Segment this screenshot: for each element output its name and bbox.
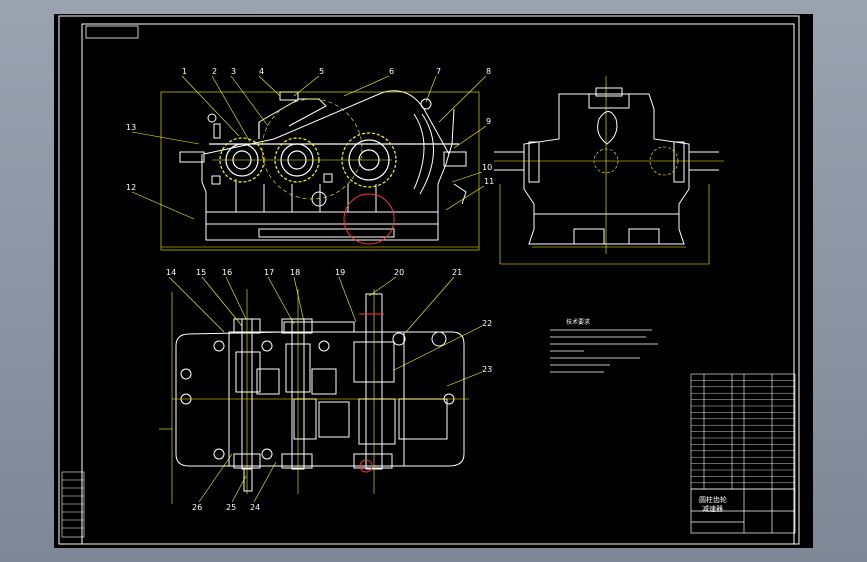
callout-7: 7 [436, 67, 441, 76]
technical-requirements: 技术要求 [550, 318, 658, 373]
plan-view-centerlines [159, 276, 483, 504]
title-block [690, 488, 796, 534]
callout-13: 13 [126, 123, 136, 132]
plan-red-markers [359, 313, 384, 473]
front-gear-circles [219, 98, 397, 245]
callout-24: 24 [250, 503, 260, 512]
callout-26: 26 [192, 503, 202, 512]
title-name-line2: 减速器 [702, 504, 723, 513]
callout-9: 9 [486, 117, 491, 126]
callout-6: 6 [389, 67, 394, 76]
callout-2: 2 [212, 67, 217, 76]
callout-16: 16 [222, 268, 232, 277]
side-view-centerlines [494, 76, 724, 265]
callout-11: 11 [484, 177, 494, 186]
callout-21: 21 [452, 268, 462, 277]
callout-23: 23 [482, 365, 492, 374]
callout-25: 25 [226, 503, 236, 512]
callout-5: 5 [319, 67, 324, 76]
callout-1: 1 [182, 67, 187, 76]
callout-19: 19 [335, 268, 345, 277]
plan-view [175, 293, 465, 492]
plan-callout-labels: 14 15 16 17 18 19 20 21 22 23 24 25 26 [166, 268, 492, 512]
front-leaders [131, 75, 487, 251]
parts-list-rows [691, 380, 795, 483]
callout-22: 22 [482, 319, 492, 328]
top-left-box [85, 25, 139, 39]
callout-8: 8 [486, 67, 491, 76]
callout-4: 4 [259, 67, 264, 76]
callout-15: 15 [196, 268, 206, 277]
tech-req-title: 技术要求 [566, 318, 590, 326]
callout-12: 12 [126, 183, 136, 192]
front-view [179, 90, 467, 241]
gearbox-assembly-drawing: 1 2 3 4 5 6 7 8 9 10 11 12 13 [58, 15, 800, 545]
callout-3: 3 [231, 67, 236, 76]
side-view [494, 87, 719, 245]
sheet-inner-border [81, 23, 795, 545]
revision-block [61, 471, 85, 538]
callout-20: 20 [394, 268, 404, 277]
front-callout-labels: 1 2 3 4 5 6 7 8 9 10 11 12 13 [126, 67, 494, 192]
callout-14: 14 [166, 268, 176, 277]
callout-17: 17 [264, 268, 274, 277]
sheet-outer-border [58, 15, 800, 545]
cad-viewport[interactable]: 1 2 3 4 5 6 7 8 9 10 11 12 13 [54, 14, 813, 548]
callout-18: 18 [290, 268, 300, 277]
title-name-line1: 圆柱齿轮 [699, 495, 727, 504]
callout-10: 10 [482, 163, 492, 172]
